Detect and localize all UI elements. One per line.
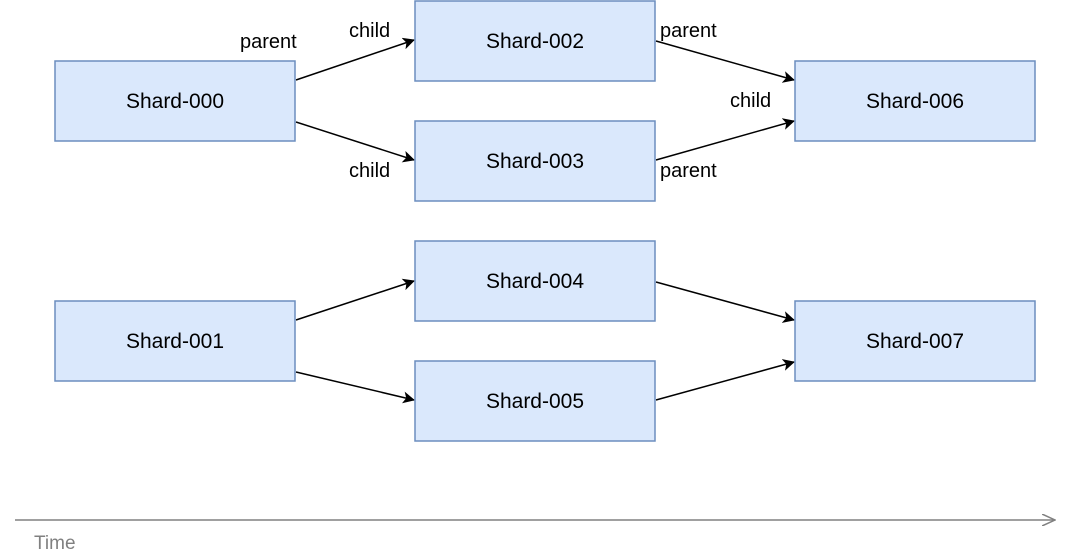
node-label: Shard-007 — [866, 330, 964, 353]
edge-target-label: child — [349, 160, 390, 182]
node-label: Shard-003 — [486, 150, 584, 173]
node-shard-001: Shard-001 — [54, 300, 296, 382]
edge-arrow-shard-001-to-shard-005 — [295, 371, 415, 404]
node-label: Shard-005 — [486, 390, 584, 413]
node-label: Shard-001 — [126, 330, 224, 353]
node-shard-002: Shard-002 — [414, 0, 656, 82]
edge-arrow-shard-000-to-shard-002 — [295, 37, 415, 81]
node-shard-007: Shard-007 — [794, 300, 1036, 382]
edges-layer — [295, 37, 795, 404]
edge-source-label: parent — [660, 160, 717, 182]
time-axis: Time — [15, 520, 1055, 554]
node-box — [414, 120, 656, 202]
edge-arrow-shard-004-to-shard-007 — [655, 281, 795, 323]
edge-arrow-shard-005-to-shard-007 — [655, 359, 795, 401]
node-shard-004: Shard-004 — [414, 240, 656, 322]
edge-arrow-shard-001-to-shard-004 — [295, 278, 415, 321]
node-box — [794, 60, 1036, 142]
nodes-layer: Shard-000Shard-001Shard-002Shard-003Shar… — [54, 0, 1036, 442]
node-label: Shard-004 — [486, 270, 584, 293]
node-box — [54, 60, 296, 142]
edge-target-label: child — [730, 90, 771, 112]
node-box — [794, 300, 1036, 382]
edge-labels-layer: parent child child parent child parent — [240, 20, 771, 182]
edge-arrow-shard-002-to-shard-006 — [655, 40, 795, 83]
edge-source-label: parent — [240, 31, 297, 53]
node-label: Shard-002 — [486, 30, 584, 53]
edge-arrow-shard-003-to-shard-006 — [655, 118, 795, 161]
node-shard-006: Shard-006 — [794, 60, 1036, 142]
edge-arrow-shard-000-to-shard-003 — [295, 121, 415, 163]
node-box — [414, 0, 656, 82]
node-box — [54, 300, 296, 382]
node-box — [414, 360, 656, 442]
time-axis-label: Time — [34, 533, 76, 554]
node-shard-005: Shard-005 — [414, 360, 656, 442]
node-label: Shard-006 — [866, 90, 964, 113]
node-shard-000: Shard-000 — [54, 60, 296, 142]
node-box — [414, 240, 656, 322]
node-shard-003: Shard-003 — [414, 120, 656, 202]
node-label: Shard-000 — [126, 90, 224, 113]
edge-source-label: parent — [660, 20, 717, 42]
edge-target-label: child — [349, 20, 390, 42]
